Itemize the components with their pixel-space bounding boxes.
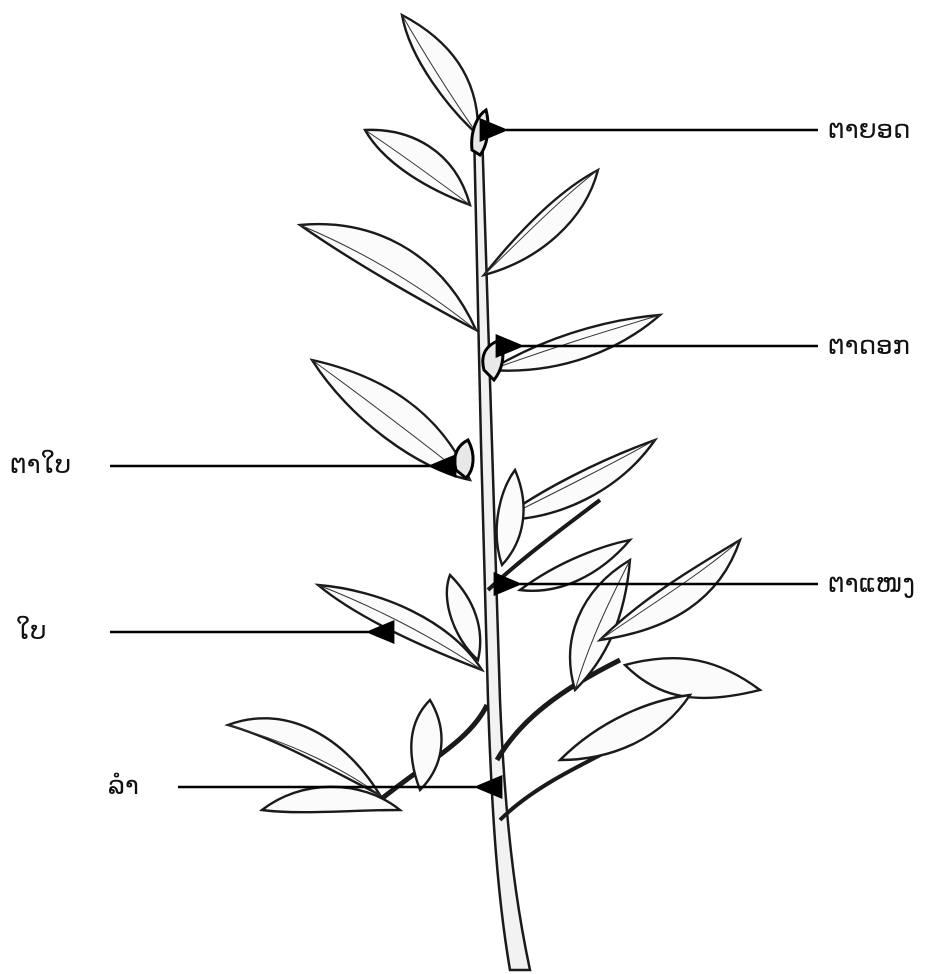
- label-stem: ລຳ: [108, 773, 139, 799]
- label-flower-bud: ຕາດອກ: [828, 333, 910, 359]
- label-leaf: ໃບ: [16, 618, 46, 644]
- leaf-top: [402, 15, 478, 135]
- label-lateral-bud: ຕາແໜງ: [828, 571, 915, 597]
- label-axillary-bud: ຕາໃບ: [10, 452, 71, 478]
- label-terminal-bud: ຕາຍອດ: [828, 117, 910, 143]
